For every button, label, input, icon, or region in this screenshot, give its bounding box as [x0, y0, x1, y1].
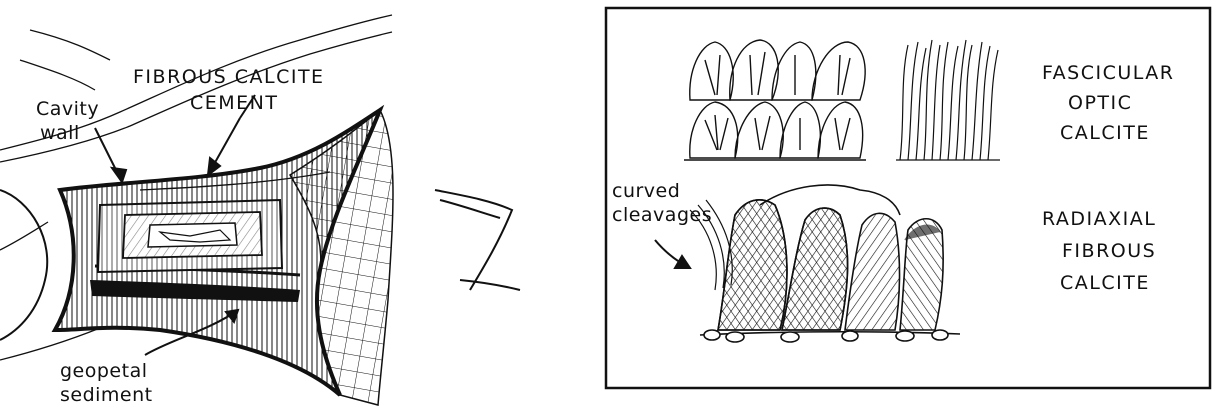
label-fascicular-line1: FASCICULAR	[1042, 62, 1175, 84]
label-curved-cleavages-line1: curved	[612, 180, 680, 202]
label-geopetal-line2: sediment	[60, 384, 153, 406]
label-fibrous-calcite-line1: FIBROUS CALCITE	[133, 66, 325, 88]
transition-arrow-icon	[435, 190, 520, 290]
label-fibrous-calcite-line2: CEMENT	[190, 92, 279, 114]
label-geopetal-line1: geopetal	[60, 360, 148, 382]
label-radiaxial-line2: FIBROUS	[1062, 240, 1156, 262]
label-cavity-wall-line1: Cavity	[36, 98, 99, 120]
label-cavity-wall-line2: wall	[40, 122, 80, 144]
label-curved-cleavages-line2: cleavages	[612, 204, 712, 226]
label-radiaxial-line1: RADIAXIAL	[1042, 208, 1156, 230]
label-fascicular-line2: OPTIC	[1068, 92, 1132, 114]
left-rock-shape	[0, 190, 47, 340]
label-fascicular-line3: CALCITE	[1060, 122, 1150, 144]
label-radiaxial-line3: CALCITE	[1060, 272, 1150, 294]
